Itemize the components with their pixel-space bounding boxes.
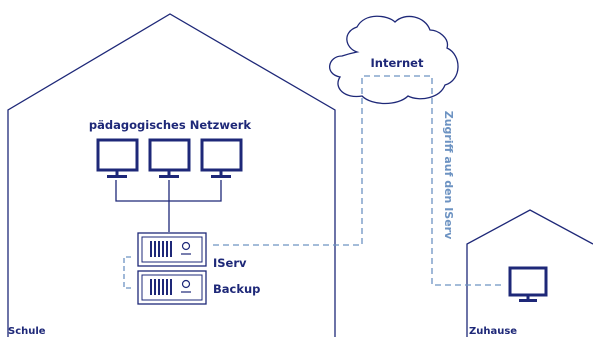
monitor-icon [96,138,139,178]
server-label: IServ [213,256,247,270]
monitor-icon [148,138,191,178]
home-label: Zuhause [469,326,517,337]
school-house-icon [7,13,336,337]
dashed-bracket-server-backup [123,256,131,289]
network-label: pädagogisches Netzwerk [89,118,251,132]
server-icon [137,270,207,305]
server-icon [137,232,207,267]
home-house-icon [466,209,593,337]
monitor-icon [508,266,548,302]
backup-label: Backup [213,282,260,296]
internet-label: Internet [371,56,424,70]
school-label: Schule [8,326,46,337]
access-label: Zugriff auf den IServ [442,111,455,240]
dashed-connection-server-internet [213,75,505,286]
network-wiring [115,180,222,232]
monitor-icon [200,138,243,178]
